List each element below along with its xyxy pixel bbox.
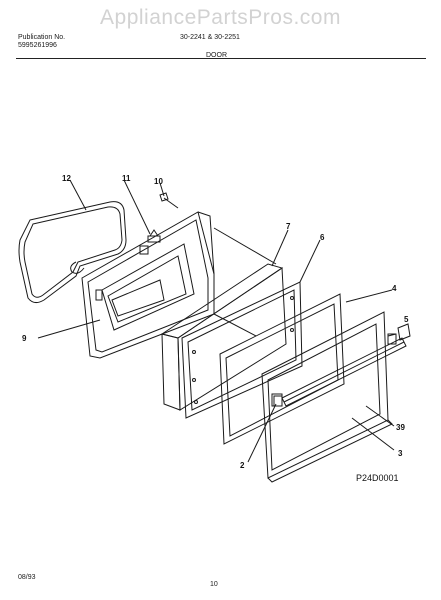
clip-part	[147, 229, 161, 243]
callout-12: 12	[62, 174, 71, 183]
footer-page-number: 10	[210, 581, 218, 588]
callout-5: 5	[404, 315, 409, 324]
callout-10: 10	[154, 177, 163, 186]
callout-4: 4	[392, 284, 397, 293]
outer-door-frame	[261, 311, 393, 483]
door-gasket	[18, 201, 127, 304]
callout-9: 9	[22, 334, 27, 343]
screw-part	[159, 192, 179, 209]
callout-39: 39	[396, 423, 405, 432]
handle-screw	[387, 323, 411, 341]
door-insulation	[160, 263, 287, 411]
watermark-text: AppliancePartsPros.com	[100, 6, 341, 29]
diagram-code: P24D0001	[356, 473, 399, 483]
callout-7: 7	[286, 222, 291, 231]
section-title: DOOR	[206, 52, 227, 59]
callout-3: 3	[398, 449, 403, 458]
header-rule	[16, 58, 426, 59]
footer-date: 08/93	[18, 574, 36, 581]
model-numbers: 30-2241 & 30-2251	[180, 34, 240, 41]
door-liner	[181, 281, 303, 419]
handle-cap	[273, 395, 283, 407]
publication-number: 5995261996	[18, 42, 57, 49]
callout-11: 11	[122, 174, 131, 183]
leader-lines	[37, 179, 395, 463]
callout-6: 6	[320, 233, 325, 242]
inner-door-panel	[81, 211, 215, 359]
callout-2: 2	[240, 461, 245, 470]
publication-label: Publication No.	[18, 34, 66, 41]
door-glass	[219, 293, 345, 445]
